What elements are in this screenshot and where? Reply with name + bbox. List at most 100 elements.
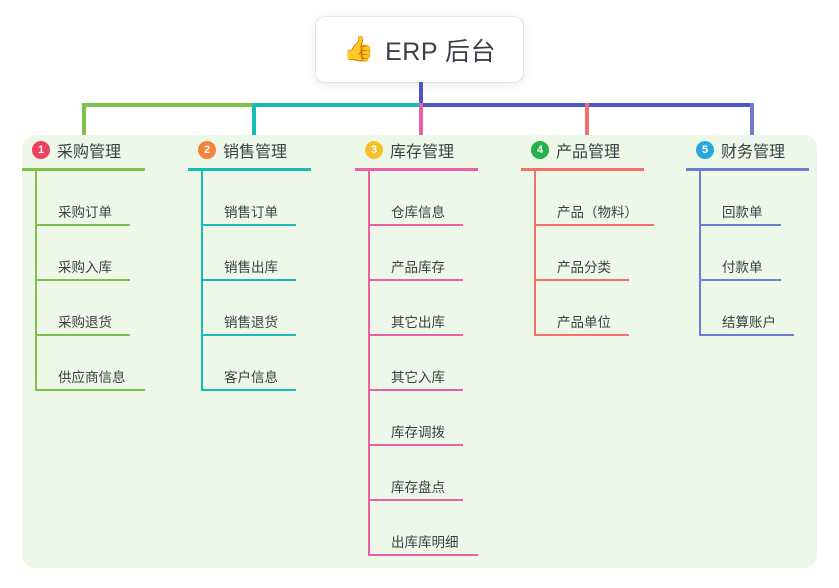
branch-item-label: 产品（物料） — [557, 205, 638, 220]
branch-spine — [368, 171, 370, 556]
branch-item-label: 产品分类 — [557, 260, 611, 275]
branch-item-underline — [35, 279, 130, 281]
branch-item-label: 采购订单 — [58, 205, 112, 220]
branch-item[interactable]: 采购退货 — [35, 281, 187, 336]
branch-title: 销售管理 — [223, 144, 288, 161]
branch-item[interactable]: 库存调拨 — [368, 391, 520, 446]
branch-item[interactable]: 付款单 — [699, 226, 836, 281]
drop-connector-3 — [419, 103, 423, 136]
drop-connector-2 — [252, 103, 256, 136]
branch-item[interactable]: 产品分类 — [534, 226, 686, 281]
branch-item-underline — [35, 389, 145, 391]
branch-item-label: 库存盘点 — [391, 480, 445, 495]
branch-item-label: 销售出库 — [224, 260, 278, 275]
branch-item-list: 销售订单销售出库销售退货客户信息 — [201, 171, 353, 391]
branch-title: 库存管理 — [390, 144, 455, 161]
branch-underline — [188, 168, 311, 171]
branch-item-underline — [699, 224, 781, 226]
branch-item[interactable]: 其它入库 — [368, 336, 520, 391]
thumbs-up-icon: 👍 — [342, 35, 375, 63]
branch-underline — [355, 168, 478, 171]
branch-item-label: 结算账户 — [722, 315, 776, 330]
branches-panel: 1 采购管理采购订单采购入库采购退货供应商信息 2 销售管理销售订单销售出库销售退货客… — [22, 135, 817, 568]
branch-item-list: 产品（物料） 产品分类产品单位 — [534, 171, 686, 336]
branch-column-5: 5 财务管理回款单付款单结算账户 — [686, 135, 836, 336]
branch-item[interactable]: 库存盘点 — [368, 446, 520, 501]
branch-header-5[interactable]: 5 财务管理 — [686, 135, 836, 165]
branch-item-label: 销售订单 — [224, 205, 278, 220]
branch-item[interactable]: 销售订单 — [201, 171, 353, 226]
branch-index-badge: 3 — [365, 141, 383, 159]
root-node[interactable]: 👍 ERP 后台 — [316, 17, 523, 82]
branch-item-underline — [368, 444, 463, 446]
branch-item-label: 其它入库 — [391, 370, 445, 385]
branch-item[interactable]: 出库库明细 — [368, 501, 520, 556]
branch-item-underline — [35, 334, 130, 336]
branch-item-underline — [534, 224, 654, 226]
branch-item-label: 客户信息 — [224, 370, 278, 385]
branch-item-underline — [201, 224, 296, 226]
bus-segment-green — [82, 103, 252, 107]
branch-title: 财务管理 — [721, 144, 786, 161]
branch-index-badge: 5 — [696, 141, 714, 159]
branch-item[interactable]: 产品（物料） — [534, 171, 686, 226]
branch-item-underline — [201, 279, 296, 281]
branch-spine — [699, 171, 701, 336]
branch-underline — [686, 168, 809, 171]
branch-item-underline — [201, 389, 296, 391]
branch-item[interactable]: 采购订单 — [35, 171, 187, 226]
branch-spine — [35, 171, 37, 391]
branch-item-label: 采购入库 — [58, 260, 112, 275]
branch-item-underline — [699, 279, 781, 281]
branch-index-badge: 4 — [531, 141, 549, 159]
branch-item-underline — [368, 389, 463, 391]
branch-item-underline — [699, 334, 794, 336]
branch-item[interactable]: 产品单位 — [534, 281, 686, 336]
branch-item-label: 产品库存 — [391, 260, 445, 275]
root-node-title: ERP 后台 — [385, 37, 497, 66]
branch-item[interactable]: 采购入库 — [35, 226, 187, 281]
root-stem-connector — [419, 82, 423, 107]
branch-index-badge: 2 — [198, 141, 216, 159]
branch-item[interactable]: 仓库信息 — [368, 171, 520, 226]
branch-item[interactable]: 结算账户 — [699, 281, 836, 336]
branch-item[interactable]: 销售退货 — [201, 281, 353, 336]
branch-item[interactable]: 客户信息 — [201, 336, 353, 391]
branch-item-label: 其它出库 — [391, 315, 445, 330]
branch-index-badge: 1 — [32, 141, 50, 159]
bus-segment-teal — [252, 103, 420, 107]
branch-item-underline — [534, 279, 629, 281]
branch-header-3[interactable]: 3 库存管理 — [355, 135, 520, 165]
branch-item-label: 销售退货 — [224, 315, 278, 330]
branch-column-1: 1 采购管理采购订单采购入库采购退货供应商信息 — [22, 135, 187, 391]
branch-item[interactable]: 其它出库 — [368, 281, 520, 336]
branch-item[interactable]: 产品库存 — [368, 226, 520, 281]
branch-item-label: 供应商信息 — [58, 370, 126, 385]
branch-item-underline — [368, 499, 463, 501]
branch-item-list: 仓库信息产品库存其它出库其它入库库存调拨库存盘点出库库明细 — [368, 171, 520, 556]
branch-item[interactable]: 供应商信息 — [35, 336, 187, 391]
branch-item-label: 产品单位 — [557, 315, 611, 330]
branch-item-underline — [201, 334, 296, 336]
branch-item-list: 回款单付款单结算账户 — [699, 171, 836, 336]
branch-column-2: 2 销售管理销售订单销售出库销售退货客户信息 — [188, 135, 353, 391]
branch-header-1[interactable]: 1 采购管理 — [22, 135, 187, 165]
branch-item[interactable]: 销售出库 — [201, 226, 353, 281]
branch-item-underline — [368, 334, 463, 336]
branch-spine — [201, 171, 203, 391]
branch-item-label: 回款单 — [722, 205, 763, 220]
branch-title: 采购管理 — [57, 144, 122, 161]
branch-underline — [521, 168, 644, 171]
branch-item-label: 库存调拨 — [391, 425, 445, 440]
branch-item-underline — [35, 224, 130, 226]
branch-item-underline — [368, 554, 478, 556]
drop-connector-1 — [82, 103, 86, 136]
branch-header-2[interactable]: 2 销售管理 — [188, 135, 353, 165]
branch-spine — [534, 171, 536, 336]
branch-item[interactable]: 回款单 — [699, 171, 836, 226]
branch-item-underline — [534, 334, 629, 336]
branch-item-label: 采购退货 — [58, 315, 112, 330]
